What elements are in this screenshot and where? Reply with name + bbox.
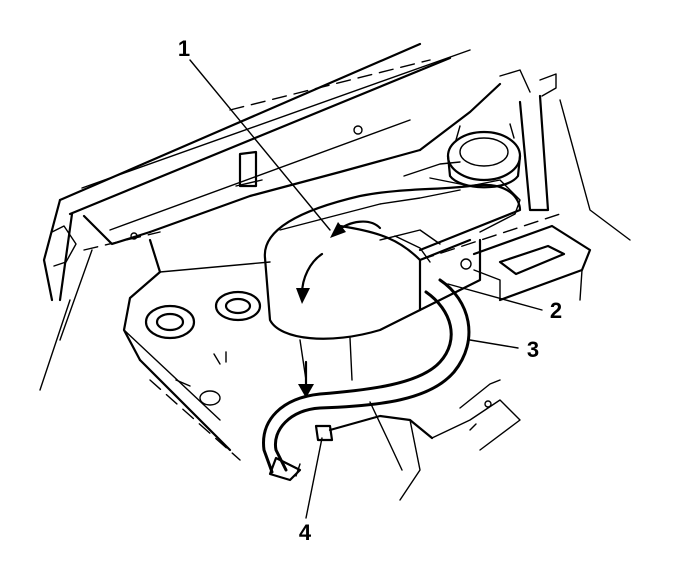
callout-label-2: 2	[550, 298, 562, 323]
reservoir-body	[263, 161, 522, 381]
mounting-tab	[130, 125, 363, 240]
reservoir-cap	[446, 123, 522, 189]
coolant-hose	[262, 278, 471, 482]
fender-rail	[39, 42, 502, 391]
leader-lines	[189, 59, 543, 519]
callout-label-4: 4	[299, 520, 312, 545]
callout-label-3: 3	[527, 337, 539, 362]
overflow-tube	[499, 69, 631, 241]
mounting-bracket	[460, 224, 592, 302]
callout-label-1: 1	[178, 36, 190, 61]
grommets	[144, 290, 262, 406]
radiator-support	[122, 238, 271, 452]
flow-arrows	[296, 220, 382, 398]
panel-dashes	[83, 59, 561, 461]
hose-clip	[314, 379, 521, 501]
